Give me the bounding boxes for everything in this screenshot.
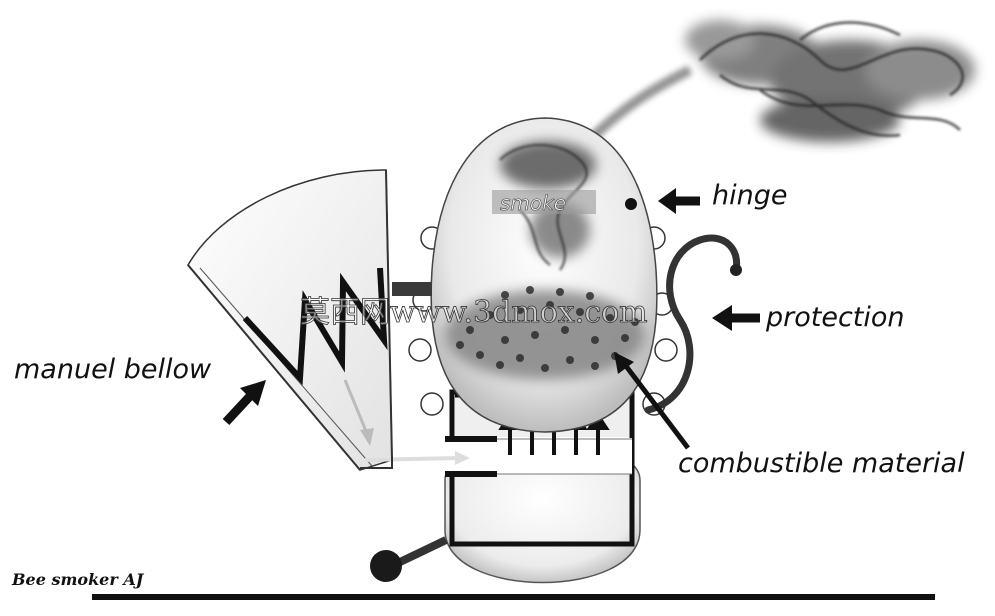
combustible-material-label: combustible material — [678, 448, 965, 479]
spring — [242, 267, 388, 386]
signature: Bee smoker AJ — [11, 570, 145, 589]
smoke-plume — [586, 20, 975, 144]
hinge-icon — [625, 198, 637, 210]
lever-handle — [370, 536, 448, 582]
pointer-arrows — [222, 188, 760, 450]
hinge-label: hinge — [712, 180, 787, 211]
smoker-canister: smoke — [408, 117, 678, 433]
watermark: 莫西网www.3dmox.com — [300, 295, 648, 330]
manual-bellow-label: manuel bellow — [14, 354, 212, 385]
smoke-label: smoke — [500, 191, 566, 215]
protection-hook — [644, 234, 741, 414]
protection-label: protection — [765, 302, 905, 333]
air-inlet — [446, 438, 632, 474]
knob-icon — [370, 550, 402, 582]
manual-bellow — [187, 169, 470, 471]
